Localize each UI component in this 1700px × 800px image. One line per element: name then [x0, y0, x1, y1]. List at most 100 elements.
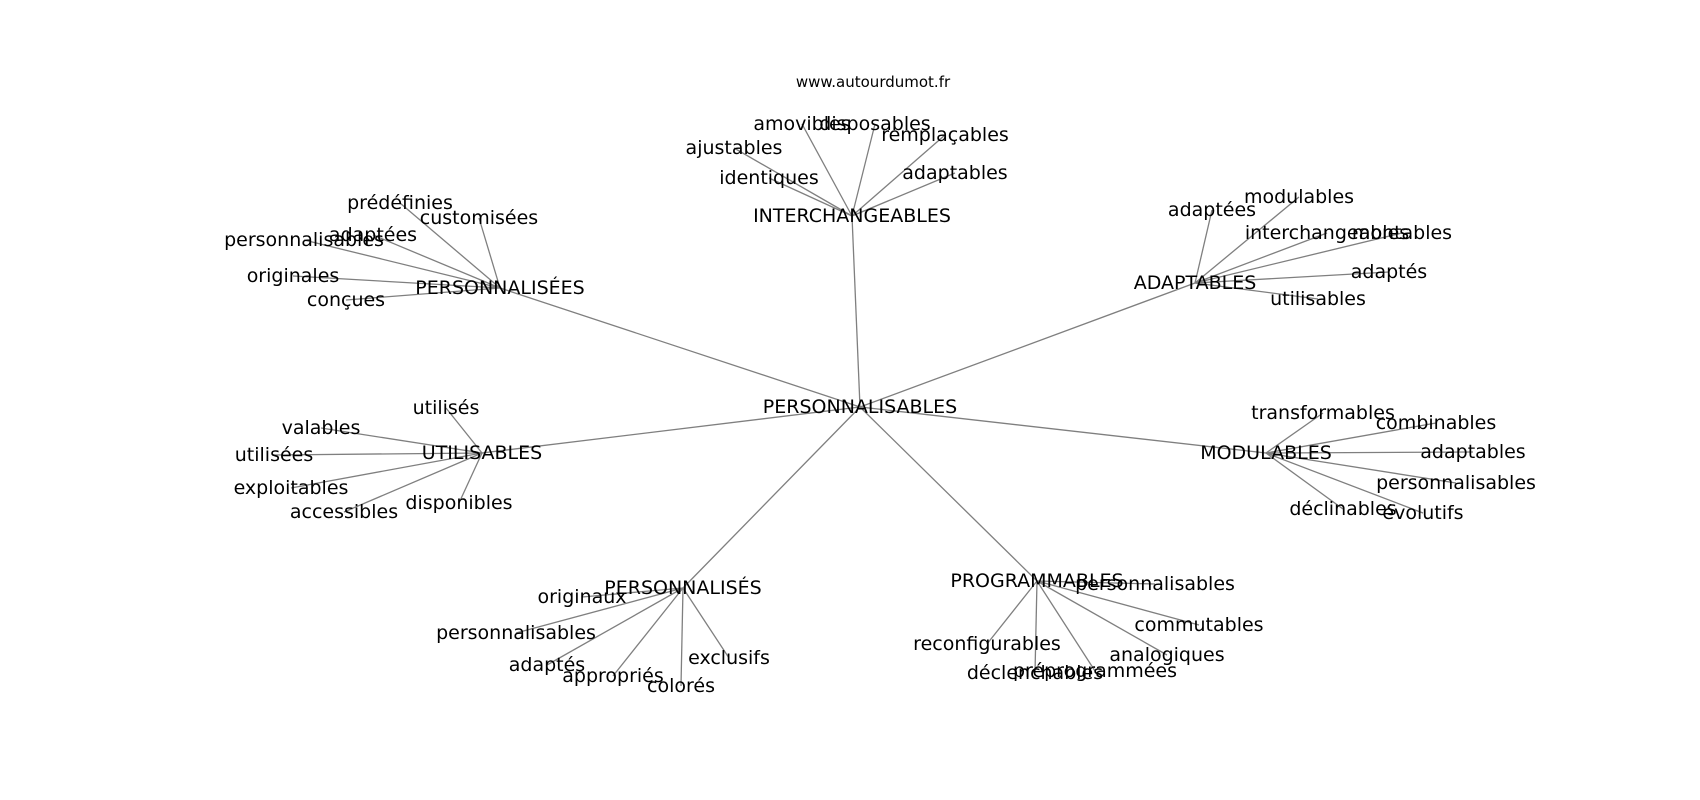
- edge-utilisables-utilisees: [273, 452, 483, 456]
- edge-modulables-personnalisables: [1265, 452, 1457, 484]
- hub-node-adaptables: ADAPTABLES: [1134, 272, 1257, 294]
- hub-node-modulables: MODULABLES: [1200, 442, 1332, 464]
- leaf-node-personnalises-originaux: originaux: [537, 586, 626, 608]
- edge-personnalisees-adaptees: [372, 234, 501, 289]
- leaf-node-adaptables-adaptees: adaptées: [1168, 199, 1256, 221]
- leaf-node-personnalises-appropries: appropriés: [562, 665, 664, 687]
- edge-personnalisees-originales: [292, 275, 501, 289]
- edge-interchangeables-adaptables: [851, 172, 956, 217]
- edge-interchangeables-identiques: [768, 177, 853, 217]
- leaf-node-modulables-personnalisables: personnalisables: [1376, 472, 1536, 494]
- edge-interchangeables-disposables: [851, 123, 876, 217]
- leaf-node-programmables-reconfigurables: reconfigurables: [913, 633, 1061, 655]
- graph-edges: [273, 123, 1474, 687]
- leaf-node-interchangeables-identiques: identiques: [719, 167, 819, 189]
- leaf-node-modulables-combinables: combinables: [1376, 412, 1497, 434]
- leaf-node-personnalisees-originales: originales: [247, 265, 340, 287]
- edge-personnalises-personnalisables: [515, 587, 684, 634]
- edge-programmables-personnalisables: [1036, 580, 1156, 585]
- leaf-node-utilisables-exploitables: exploitables: [234, 477, 349, 499]
- leaf-node-modulables-adaptables: adaptables: [1420, 441, 1525, 463]
- hub-node-personnalisees: PERSONNALISÉES: [415, 276, 584, 299]
- leaf-node-personnalises-exclusifs: exclusifs: [688, 647, 770, 669]
- edge-root-personnalisees: [499, 287, 861, 408]
- edge-programmables-analogiques: [1036, 580, 1168, 656]
- leaf-node-programmables-personnalisables: personnalisables: [1075, 573, 1235, 595]
- leaf-node-programmables-preprogrammees: préprogrammées: [1013, 660, 1177, 682]
- edge-adaptables-adaptes: [1194, 271, 1390, 284]
- edge-personnalisees-personnalisables: [303, 239, 501, 289]
- leaf-node-adaptables-utilisables: utilisables: [1270, 288, 1366, 310]
- leaf-node-programmables-declenchables: déclenchables: [967, 662, 1103, 684]
- edge-programmables-commutables: [1036, 580, 1200, 626]
- leaf-node-interchangeables-adaptables: adaptables: [902, 162, 1007, 184]
- root-node-label: PERSONNALISABLES: [763, 396, 957, 418]
- leaf-node-personnalisees-customisees: customisées: [420, 207, 538, 229]
- leaf-node-utilisables-accessibles: accessibles: [290, 501, 398, 523]
- edge-root-personnalises: [682, 406, 861, 589]
- edge-personnalises-adaptes: [546, 587, 684, 666]
- leaf-node-personnalisees-adaptees: adaptées: [329, 224, 417, 246]
- leaf-node-utilisables-valables: valables: [282, 417, 361, 439]
- edge-adaptables-utilisables: [1194, 282, 1319, 300]
- edge-root-adaptables: [859, 282, 1196, 408]
- edge-root-utilisables: [481, 406, 861, 454]
- leaf-node-personnalisees-predefinies: prédéfinies: [347, 192, 453, 214]
- leaf-node-programmables-analogiques: analogiques: [1109, 644, 1224, 666]
- edge-programmables-declenchables: [1034, 580, 1038, 674]
- edge-modulables-adaptables: [1265, 451, 1474, 454]
- leaf-node-personnalises-adaptes: adaptés: [509, 654, 585, 676]
- edge-utilisables-valables: [320, 427, 483, 454]
- leaf-node-interchangeables-ajustables: ajustables: [686, 137, 783, 159]
- leaf-node-interchangeables-amovibles: amovibles: [753, 113, 850, 135]
- leaf-node-modulables-declinables: déclinables: [1289, 498, 1396, 520]
- edge-utilisables-disponibles: [458, 452, 483, 504]
- edge-programmables-reconfigurables: [986, 580, 1038, 645]
- edge-utilisables-accessibles: [343, 452, 483, 513]
- edge-interchangeables-remplacables: [851, 134, 946, 217]
- leaf-node-utilisables-utilises: utilisés: [413, 397, 480, 419]
- edge-programmables-preprogrammees: [1036, 580, 1096, 672]
- edge-root-programmables: [859, 406, 1038, 582]
- leaf-node-interchangeables-disposables: disposables: [819, 113, 930, 135]
- leaf-node-interchangeables-remplacables: remplaçables: [881, 124, 1009, 146]
- leaf-node-modulables-transformables: transformables: [1251, 402, 1395, 424]
- hub-node-interchangeables: INTERCHANGEABLES: [753, 205, 951, 227]
- edge-modulables-declinables: [1265, 452, 1344, 510]
- edge-interchangeables-ajustables: [733, 147, 853, 217]
- hub-node-personnalises: PERSONNALISÉS: [604, 576, 761, 599]
- edge-personnalisees-predefinies: [399, 202, 501, 289]
- leaf-node-personnalisees-personnalisables: personnalisables: [224, 229, 384, 251]
- edge-adaptables-modulables: [1194, 196, 1300, 284]
- leaf-node-utilisables-utilisees: utilisées: [235, 444, 314, 466]
- leaf-node-personnalises-personnalisables: personnalisables: [436, 622, 596, 644]
- edge-personnalisees-customisees: [478, 217, 501, 289]
- leaf-node-personnalisees-concues: conçues: [307, 289, 385, 311]
- edge-utilisables-utilises: [445, 407, 483, 454]
- leaf-node-utilisables-disponibles: disponibles: [405, 492, 512, 514]
- edge-root-modulables: [859, 406, 1267, 454]
- edge-adaptables-interchangeables: [1194, 232, 1328, 284]
- leaf-node-adaptables-modulables: modulables: [1244, 186, 1354, 208]
- edge-root-interchangeables: [851, 215, 861, 408]
- edge-interchangeables-amovibles: [801, 123, 853, 217]
- leaf-node-adaptables-montables: montables: [1352, 222, 1452, 244]
- edge-personnalises-colores: [680, 587, 684, 687]
- edge-personnalises-originaux: [581, 587, 684, 598]
- leaf-node-modulables-evolutifs: évolutifs: [1382, 502, 1463, 524]
- edge-modulables-transformables: [1265, 412, 1324, 454]
- edge-personnalises-exclusifs: [682, 587, 730, 659]
- edge-modulables-evolutifs: [1265, 452, 1424, 514]
- edge-personnalises-appropries: [612, 587, 684, 677]
- leaf-node-adaptables-adaptes: adaptés: [1351, 261, 1427, 283]
- leaf-node-adaptables-interchangeables: interchangeables: [1245, 222, 1409, 244]
- edge-utilisables-exploitables: [290, 452, 483, 489]
- edge-adaptables-montables: [1194, 232, 1403, 284]
- edge-modulables-combinables: [1265, 422, 1437, 454]
- site-watermark: www.autourdumot.fr: [796, 73, 951, 91]
- leaf-node-programmables-commutables: commutables: [1134, 614, 1263, 636]
- hub-node-programmables: PROGRAMMABLES: [950, 570, 1123, 592]
- graph-labels: PERSONNALISABLES INTERCHANGEABLES amovible…: [224, 113, 1536, 697]
- edge-adaptables-adaptees: [1194, 209, 1213, 284]
